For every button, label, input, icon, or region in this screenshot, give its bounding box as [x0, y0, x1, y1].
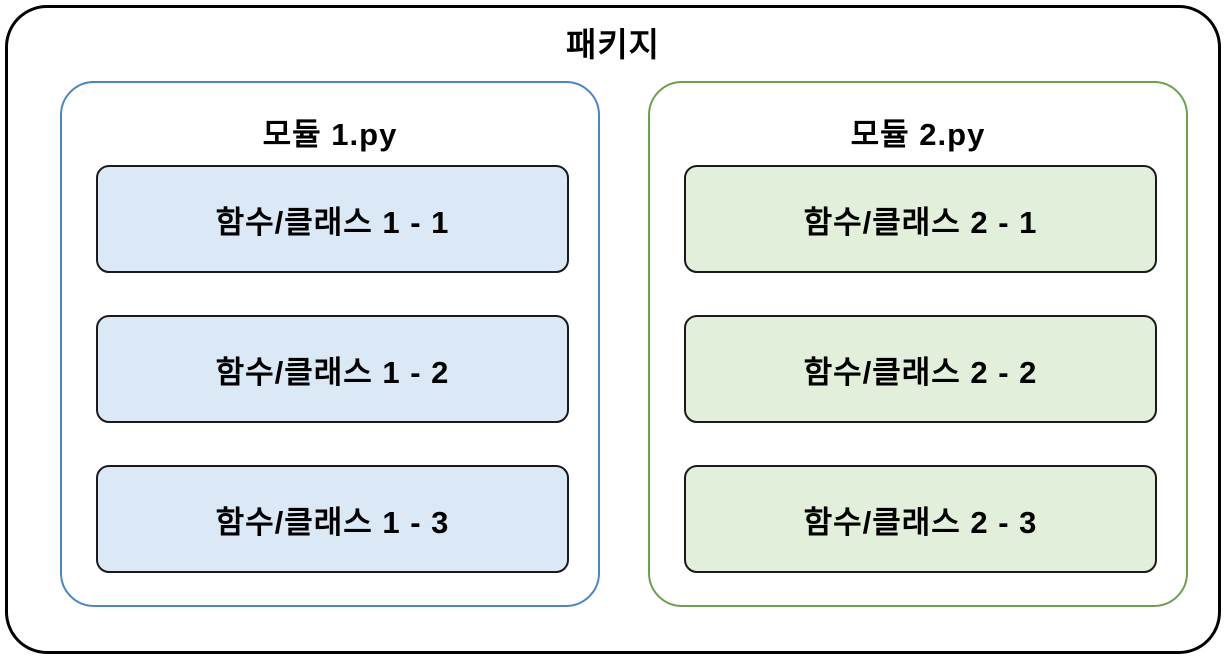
function-class-box-2-2: 함수/클래스 2 - 2	[684, 315, 1157, 423]
module-2-container: 모듈 2.py 함수/클래스 2 - 1 함수/클래스 2 - 2 함수/클래스…	[648, 81, 1188, 607]
module-1-container: 모듈 1.py 함수/클래스 1 - 1 함수/클래스 1 - 2 함수/클래스…	[60, 81, 600, 607]
package-container: 패키지 모듈 1.py 함수/클래스 1 - 1 함수/클래스 1 - 2 함수…	[5, 5, 1221, 654]
function-class-box-1-1: 함수/클래스 1 - 1	[96, 165, 569, 273]
function-class-box-2-3: 함수/클래스 2 - 3	[684, 465, 1157, 573]
function-class-box-2-1: 함수/클래스 2 - 1	[684, 165, 1157, 273]
module-2-title: 모듈 2.py	[850, 117, 986, 152]
package-title: 패키지	[565, 26, 661, 63]
module-1-title: 모듈 1.py	[262, 117, 398, 152]
function-class-box-1-2: 함수/클래스 1 - 2	[96, 315, 569, 423]
function-class-box-1-3: 함수/클래스 1 - 3	[96, 465, 569, 573]
